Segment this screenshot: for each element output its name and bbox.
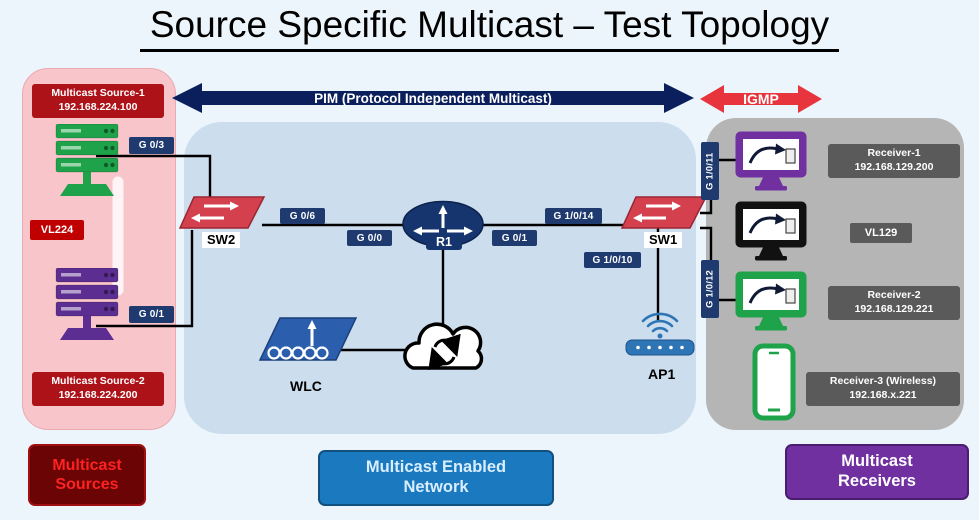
receiver3-phone-icon: [752, 343, 796, 421]
legend-sources-text: Multicast Sources: [52, 456, 122, 493]
switch-sw1-icon: [620, 196, 708, 229]
wlc-icon: [258, 317, 358, 361]
network-panel: [184, 122, 696, 434]
port-badge-g0-1-right: G 0/1: [492, 230, 537, 246]
receiver1-ip: 192.168.129.200: [854, 161, 934, 173]
source2-label: Multicast Source-2 192.168.224.200: [32, 372, 164, 406]
receiver2-ip: 192.168.129.221: [854, 303, 934, 315]
sw2-label: SW2: [202, 232, 241, 248]
legend-receivers: Multicast Receivers: [785, 444, 969, 500]
source1-ip: 192.168.224.100: [58, 101, 138, 113]
sw1-label: SW1: [644, 232, 683, 248]
pim-arrow-label: PIM (Protocol Independent Multicast): [314, 91, 552, 106]
vlan224-badge: VL224: [30, 220, 84, 240]
pim-arrow: PIM (Protocol Independent Multicast): [172, 83, 694, 113]
access-point-ap1-icon: [625, 312, 695, 356]
page-title-wrap: Source Specific Multicast – Test Topolog…: [0, 4, 979, 52]
receiver1-monitor-icon: [735, 131, 807, 191]
port-badge-g0-1-left: G 0/1: [129, 306, 174, 323]
source2-ip: 192.168.224.200: [58, 389, 138, 401]
multicast-source2-server-icon: [55, 268, 119, 340]
vlan129-monitor-icon: [735, 201, 807, 261]
legend-network: Multicast Enabled Network: [318, 450, 554, 506]
receiver3-label: Receiver-3 (Wireless) 192.168.x.221: [806, 372, 960, 406]
legend-network-text: Multicast Enabled Network: [365, 458, 507, 496]
receiver2-monitor-icon: [735, 271, 807, 331]
port-badge-g1-0-10: G 1/0/10: [584, 252, 641, 268]
source1-name: Multicast Source-1: [51, 87, 145, 100]
r1-label: R1: [426, 233, 462, 250]
receiver1-name: Receiver-1: [867, 147, 921, 160]
port-badge-g1-0-12: G 1/0/12: [701, 260, 719, 318]
source2-name: Multicast Source-2: [51, 375, 145, 388]
port-badge-g1-0-14: G 1/0/14: [545, 208, 602, 224]
router-r1-icon: [402, 200, 484, 248]
ap1-label: AP1: [648, 366, 676, 382]
igmp-arrow: IGMP: [700, 85, 822, 113]
receiver3-name: Receiver-3 (Wireless): [829, 375, 937, 388]
receiver2-label: Receiver-2 192.168.129.221: [828, 286, 960, 320]
page-title: Source Specific Multicast – Test Topolog…: [139, 4, 840, 52]
receiver3-ip: 192.168.x.221: [849, 389, 917, 401]
multicast-source1-server-icon: [55, 124, 119, 196]
receiver1-label: Receiver-1 192.168.129.200: [828, 144, 960, 178]
legend-receivers-text: Multicast Receivers: [838, 452, 916, 490]
network-cloud-icon: [403, 322, 484, 371]
receiver2-name: Receiver-2: [867, 289, 921, 302]
port-badge-g1-0-11: G 1/0/11: [701, 142, 719, 200]
wlc-label: WLC: [290, 378, 322, 394]
port-badge-g0-6: G 0/6: [280, 208, 325, 224]
source1-label: Multicast Source-1 192.168.224.100: [32, 84, 164, 118]
igmp-arrow-label: IGMP: [743, 91, 779, 107]
port-badge-g0-0: G 0/0: [347, 230, 392, 246]
vlan129-badge: VL129: [850, 223, 912, 243]
legend-sources: Multicast Sources: [28, 444, 146, 506]
port-badge-g0-3: G 0/3: [129, 137, 174, 154]
switch-sw2-icon: [178, 196, 266, 229]
